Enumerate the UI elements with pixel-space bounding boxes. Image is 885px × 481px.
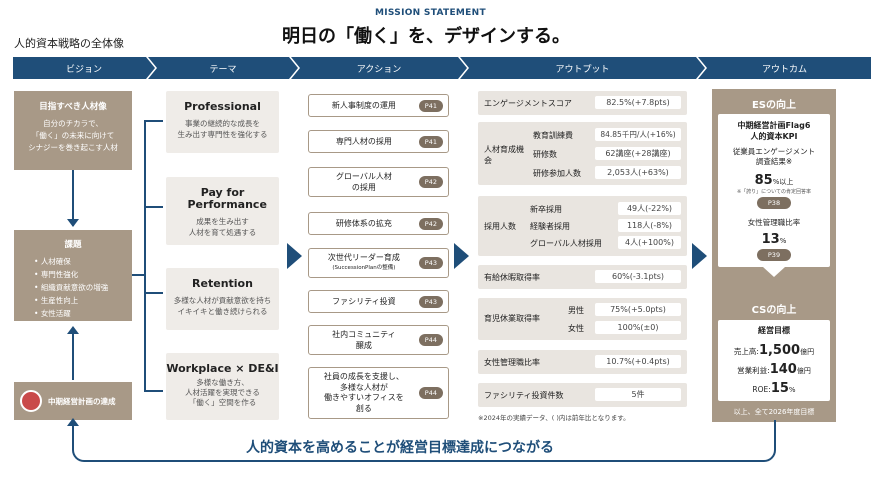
midplan-label: 中期経営計画の達成 — [48, 396, 116, 406]
arrow-up-icon — [67, 418, 79, 426]
vision-line: 自分のチカラで、 — [43, 119, 103, 128]
page-ref[interactable]: P44 — [418, 387, 443, 399]
theme-retention: Retention 多様な人材が貢献意欲を持ちイキイキと働き続けられる — [166, 268, 279, 330]
connector — [132, 274, 144, 276]
connector — [72, 330, 74, 380]
band-theme: テーマ — [148, 57, 298, 79]
theme-pay-for-performance: Pay for Performance 成果を生み出す人材を育て処遇する — [166, 177, 279, 245]
page-ref[interactable]: P42 — [418, 217, 443, 230]
theme-professional: Professional 事業の継続的な成長を生み出す専門性を強化する — [166, 91, 279, 153]
connector — [72, 170, 74, 226]
output-paid-leave: 有給休暇取得率 60%(-3.1pts) — [478, 265, 687, 289]
outcome-footnote: 以上、全て2026年度目標 — [733, 408, 815, 416]
issue-item: • 組織貢献意欲の増強 — [34, 283, 109, 292]
arrow-down-icon — [763, 267, 785, 277]
connector — [144, 206, 163, 208]
output-training: 人材育成機会 教育訓練費 84.85千円/人(+16%) 研修数 62講座(+2… — [478, 122, 687, 185]
page-ref[interactable]: P43 — [418, 295, 443, 308]
issue-item: • 人材確保 — [34, 257, 71, 266]
arrow-right-icon — [287, 243, 302, 269]
issues-box: 課題 • 人材確保 • 専門性強化 • 組織貢献意欲の増強 • 生産性向上 • … — [14, 230, 132, 321]
vision-line: 「働く」の未来に向けて — [31, 131, 115, 140]
arrow-right-icon — [692, 243, 707, 269]
feedback-loop — [72, 420, 776, 462]
mission-label: MISSION STATEMENT — [375, 8, 486, 18]
output-facility: ファシリティ投資件数 5件 — [478, 383, 687, 407]
connector — [144, 390, 163, 392]
issue-item: • 生産性向上 — [34, 296, 79, 305]
page-ref[interactable]: P44 — [418, 334, 443, 346]
target-icon — [20, 390, 42, 412]
arrow-right-icon — [454, 243, 469, 269]
issue-item: • 専門性強化 — [34, 270, 79, 279]
action-item: 次世代リーダー育成(SuccessionPlanの整備)P43 — [308, 248, 449, 278]
issues-title: 課題 — [64, 240, 82, 250]
band-outcome: アウトカム — [698, 57, 871, 79]
arrow-up-icon — [67, 326, 79, 334]
goal-card: 経営目標 売上高:1,500億円 営業利益:140億円 ROE:15% — [718, 320, 830, 401]
page-ref[interactable]: P39 — [757, 249, 791, 261]
output-childcare: 育児休業取得率 男性 75%(+5.0pts) 女性 100%(±0) — [478, 298, 687, 340]
connector — [144, 120, 163, 122]
output-engagement: エンゲージメントスコア 82.5%(+7.8pts) — [478, 91, 687, 115]
issue-item: • 女性活躍 — [34, 309, 71, 318]
page-ref[interactable]: P43 — [418, 257, 443, 269]
output-hiring: 採用人数 新卒採用 49人(-22%) 経験者採用 118人(-8%) グローバ… — [478, 196, 687, 256]
page-ref[interactable]: P41 — [418, 99, 443, 112]
left-title: 人的資本戦略の全体像 — [14, 37, 124, 50]
headline: 明日の「働く」を、デザインする。 — [282, 26, 570, 47]
connector — [144, 120, 146, 392]
band-output: アウトプット — [460, 57, 705, 79]
page-ref[interactable]: P41 — [418, 135, 443, 148]
band-vision: ビジョン — [13, 57, 155, 79]
bottom-message: 人的資本を高めることが経営目標達成につながる — [234, 437, 566, 457]
vision-box: 目指すべき人材像 自分のチカラで、 「働く」の未来に向けて シナジーを巻き起こす… — [14, 91, 132, 170]
page-ref[interactable]: P42 — [418, 176, 443, 188]
es-title: ESの向上 — [751, 100, 797, 111]
cs-title: CSの向上 — [751, 305, 797, 316]
arrow-down-icon — [67, 219, 79, 227]
output-note: ※2024年の実績データ、( )内は前年比となります。 — [478, 414, 630, 422]
vision-line: シナジーを巻き起こす人材 — [28, 143, 118, 152]
band-action: アクション — [291, 57, 467, 79]
midplan-box: 中期経営計画の達成 — [14, 382, 132, 420]
output-women-mgmt: 女性管理職比率 10.7%(+0.4pts) — [478, 350, 687, 374]
connector — [144, 292, 163, 294]
theme-workplace-dei: Workplace × DE&I 多様な働き方、人材活躍を実現できる「働く」空間… — [166, 353, 279, 420]
page-ref[interactable]: P38 — [757, 197, 791, 209]
vision-title: 目指すべき人材像 — [39, 102, 107, 112]
